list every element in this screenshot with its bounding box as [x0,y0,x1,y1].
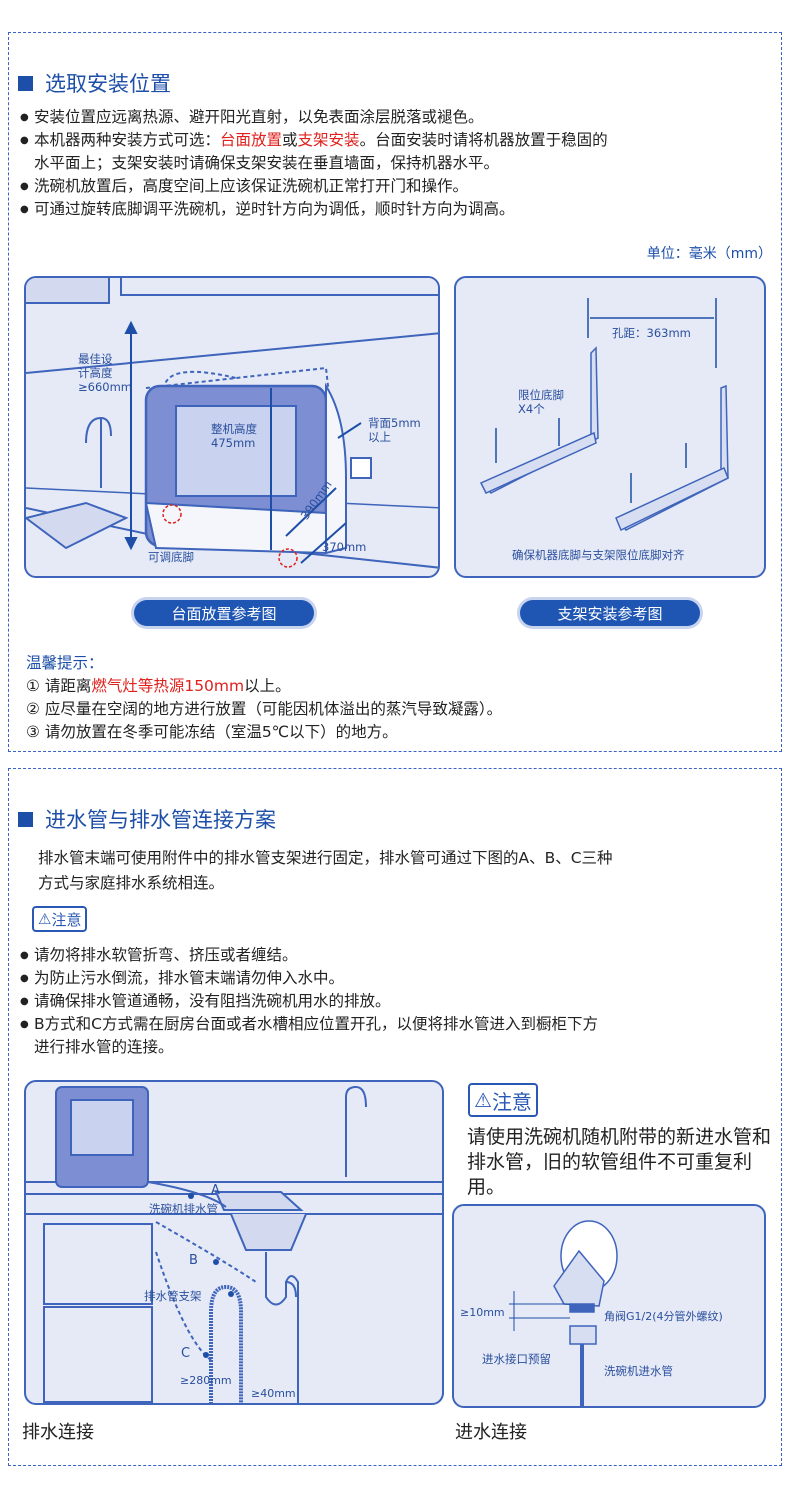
counter-illustration [26,278,438,569]
gap-label: ≥10mm [460,1306,505,1319]
intro-line: 方式与家庭排水系统相连。 [38,874,225,892]
bullet-cont: 进行排水管的连接。 [34,1038,174,1056]
counter-reference-button[interactable]: 台面放置参考图 [134,600,314,626]
section-install-location [8,32,782,752]
section1-title: 选取安装位置 [18,68,171,98]
drain-illustration [26,1085,442,1403]
bullet: 请勿将排水软管折弯、挤压或者缠结。 [20,944,598,967]
caution-badge: ⚠注意 [32,906,88,932]
bullet: 为防止污水倒流，排水管末端请勿伸入水中。 [20,967,598,990]
title-square-icon [18,75,33,91]
limit-feet-label: 限位底脚 X4个 [518,388,564,416]
tip: ③ 请勿放置在冬季可能冻结（室温5℃以下）的地方。 [26,723,398,741]
bullet-cont: 水平面上；支架安装时请确保支架安装在垂直墙面，保持机器水平。 [34,154,500,172]
label-c: C [181,1346,191,1361]
intro-line: 排水管末端可使用附件中的排水管支架进行固定，排水管可通过下图的A、B、C三种 [38,849,613,867]
inlet-figure: ≥10mm 角阀G1/2(4分管外螺纹) 进水接口预留 洗碗机进水管 [452,1204,766,1408]
drain-figure: A B C 洗碗机排水管 排水管支架 ≥280mm ≥40mm [24,1080,444,1405]
tip: ① 请距离燃气灶等热源150mm以上。 [26,677,291,695]
drain-caption: 排水连接 [22,1422,94,1443]
title-square-icon [18,811,33,827]
bullet: 请确保排水管道通畅，没有阻挡洗碗机用水的排放。 [20,990,598,1013]
bullet: 洗碗机放置后，高度空间上应该保证洗碗机正常打开门和操作。 [20,175,608,198]
section2-intro: 排水管末端可使用附件中的排水管支架进行固定，排水管可通过下图的A、B、C三种 方… [38,846,613,896]
warning-icon: ⚠ [38,910,52,928]
inlet-caption: 进水连接 [455,1422,527,1443]
bullet: 本机器两种安装方式可选：台面放置或支架安装。台面安装时请将机器放置于稳固的 [20,129,608,152]
angle-valve-label: 角阀G1/2(4分管外螺纹) [604,1310,723,1323]
adjustable-feet-label: 可调底脚 [148,550,194,564]
counter-install-figure: 最佳设 计高度 ≥660mm 整机高度 475mm 背面5mm 以上 390mm… [24,276,440,578]
label-a: A [211,1183,220,1198]
tip: ② 应尽量在空阔的地方进行放置（可能因机体溢出的蒸汽导致凝露）。 [26,700,503,718]
width-40-label: ≥40mm [251,1387,296,1400]
label-b: B [189,1253,198,1268]
hole-distance-label: 孔距：363mm [612,326,691,340]
unit-label: 单位：毫米（mm） [646,246,772,262]
section1-bullets: 安装位置应远离热源、避开阳光直射，以免表面涂层脱落或褪色。 本机器两种安装方式可… [20,106,608,221]
inlet-illustration [509,1220,618,1406]
bullet: 安装位置应远离热源、避开阳光直射，以免表面涂层脱落或褪色。 [20,106,608,129]
tips-title: 温馨提示： [26,654,104,672]
bullet: 可通过旋转底脚调平洗碗机，逆时针方向为调低，顺时针方向为调高。 [20,198,608,221]
title-text: 进水管与排水管连接方案 [45,808,276,832]
bracket-illustration [479,298,729,532]
align-label: 确保机器底脚与支架限位底脚对齐 [512,548,685,562]
bullet: B方式和C方式需在厨房台面或者水槽相应位置开孔，以便将排水管进入到橱柜下方 [20,1013,598,1036]
hose-bracket-label: 排水管支架 [144,1289,202,1303]
section2-bullets: 请勿将排水软管折弯、挤压或者缠结。 为防止污水倒流，排水管末端请勿伸入水中。 请… [20,944,598,1059]
inlet-hose-label: 洗碗机进水管 [604,1364,673,1378]
note-caution-badge: ⚠注意 [468,1083,538,1117]
reuse-note: 请使用洗碗机随机附带的新进水管和排水管，旧的软管组件不可重复利用。 [467,1126,772,1198]
inlet-reserve-label: 进水接口预留 [482,1352,551,1366]
height-280-label: ≥280mm [180,1374,232,1387]
title-text: 选取安装位置 [45,72,171,96]
tips: 温馨提示： ① 请距离燃气灶等热源150mm以上。 ② 应尽量在空阔的地方进行放… [26,652,502,744]
section2-title: 进水管与排水管连接方案 [18,804,276,834]
section-hose-connection [8,768,782,1466]
back-clearance-label: 背面5mm 以上 [368,416,421,444]
height-label: 最佳设 计高度 ≥660mm [78,352,132,394]
drain-hose-label: 洗碗机排水管 [149,1202,218,1216]
bracket-install-figure: 孔距：363mm 限位底脚 X4个 确保机器底脚与支架限位底脚对齐 [454,276,766,578]
warning-icon: ⚠ [474,1088,492,1112]
machine-height-label: 整机高度 475mm [211,422,257,450]
bracket-reference-button[interactable]: 支架安装参考图 [520,600,700,626]
width-label: 370mm [322,540,367,554]
